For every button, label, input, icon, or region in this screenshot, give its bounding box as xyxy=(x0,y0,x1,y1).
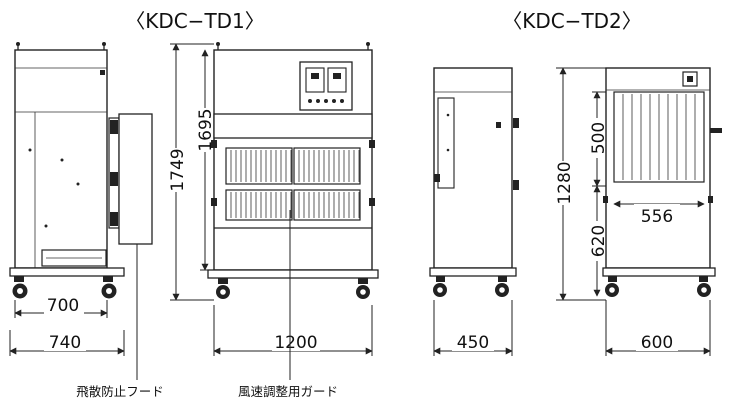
dim-556: 556 xyxy=(641,207,673,227)
caster-icon xyxy=(697,276,711,297)
caster-icon xyxy=(495,276,509,297)
caster-icon xyxy=(216,278,230,299)
td1-height-dims: 1749 1695 xyxy=(166,43,216,301)
heading-td2: 〈KDC−TD2〉 xyxy=(502,9,642,33)
callout-splash-hood: 飛散防止フード xyxy=(76,384,164,399)
callout-airflow-guard: 風速調整用ガード xyxy=(238,384,338,399)
dim-600: 600 xyxy=(641,333,673,353)
dim-500: 500 xyxy=(589,122,609,154)
heading-td1: 〈KDC−TD1〉 xyxy=(125,9,265,33)
caster-icon xyxy=(12,276,28,299)
dim-1280: 1280 xyxy=(555,161,575,204)
td2-front-view: 556 600 xyxy=(602,67,722,356)
caster-icon xyxy=(356,278,370,299)
td2-height-dims: 1280 500 620 xyxy=(553,67,610,301)
caster-icon xyxy=(433,276,447,297)
dim-450: 450 xyxy=(457,333,489,353)
dim-700: 700 xyxy=(47,296,79,316)
caster-icon xyxy=(101,276,117,299)
splash-hood xyxy=(118,113,153,245)
dim-740: 740 xyxy=(49,333,81,353)
dim-620: 620 xyxy=(589,225,609,257)
caster-icon xyxy=(605,276,619,297)
td2-side-view: 450 xyxy=(429,67,519,356)
td1-side-view: 700 740 飛散防止フード xyxy=(9,42,164,399)
td1-front-view: 1200 風速調整用ガード xyxy=(207,42,379,399)
dim-1200: 1200 xyxy=(274,333,317,353)
dim-1749: 1749 xyxy=(168,148,188,191)
